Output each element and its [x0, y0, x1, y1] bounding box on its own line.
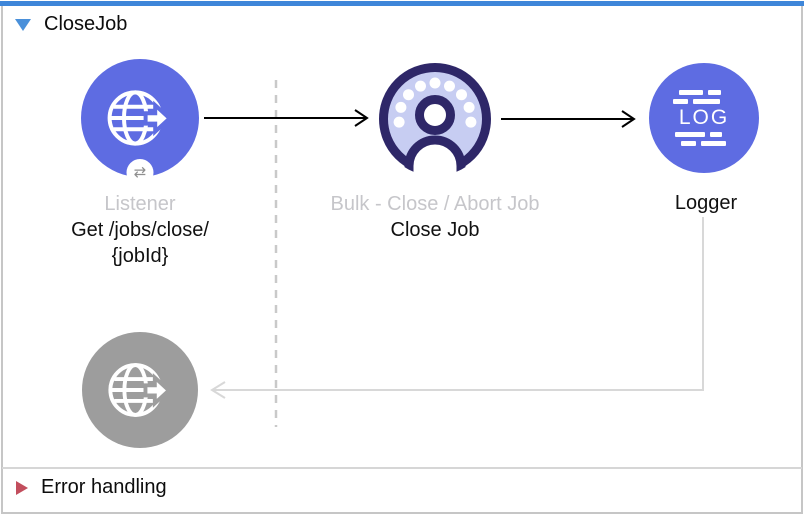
listener-doc-name-line2: {jobId}: [111, 245, 169, 267]
logger-icon-text: LOG: [678, 106, 730, 129]
bulk-user-dots-icon: [379, 63, 491, 176]
listener-doc-name: Get /jobs/close/ {jobId}: [20, 217, 260, 269]
log-bar: [701, 141, 726, 146]
bulk-doc-name: Close Job: [390, 219, 480, 241]
log-bar: [675, 132, 705, 137]
bulk-operation-label: Bulk - Close / Abort Job: [330, 193, 540, 215]
flow-canvas: ⇄ Listener Get /jobs/close/ {jobId}: [2, 8, 802, 467]
connector-arrowhead-bulk: [354, 109, 369, 127]
error-handling-divider: [2, 467, 802, 469]
log-bar-row: [673, 99, 737, 104]
http-listener-node[interactable]: ⇄: [81, 59, 199, 186]
bulk-labels: Bulk - Close / Abort Job Close Job: [275, 191, 595, 243]
listener-labels: Listener Get /jobs/close/ {jobId}: [20, 191, 260, 269]
flow-title: CloseJob: [44, 13, 128, 35]
error-handling-label: Error handling: [41, 476, 167, 498]
log-lines-icon: LOG: [671, 90, 737, 146]
log-bar-row: [681, 141, 737, 146]
connector-arrowhead-logger: [621, 110, 636, 128]
log-bar: [708, 90, 721, 95]
globe-arrow-icon: [107, 90, 173, 146]
exchange-badge: ⇄: [126, 159, 154, 186]
logger-doc-name: Logger: [674, 192, 738, 214]
globe-arrow-icon: [108, 363, 172, 417]
error-handling-section[interactable]: Error handling: [16, 476, 167, 499]
bulk-close-abort-job-node[interactable]: [375, 59, 495, 179]
logger-node[interactable]: LOG: [649, 63, 759, 173]
response-connector-arrowhead: [210, 381, 226, 399]
log-bar: [679, 90, 703, 95]
logger-labels: Logger: [606, 190, 804, 216]
expand-triangle-icon[interactable]: [16, 480, 28, 495]
collapse-triangle-icon[interactable]: [15, 18, 31, 31]
flow-selection-top-bar: [0, 1, 804, 6]
flow-header[interactable]: CloseJob: [15, 13, 127, 36]
log-bar: [673, 99, 688, 104]
listener-doc-name-line1: Get /jobs/close/: [71, 219, 209, 241]
log-bar: [710, 132, 722, 137]
log-bar: [693, 99, 720, 104]
log-bar: [681, 141, 696, 146]
listener-operation-label: Listener: [104, 193, 176, 215]
exchange-arrows-icon: ⇄: [133, 163, 147, 181]
log-bar-row: [679, 90, 737, 95]
log-bar-row: [675, 132, 737, 137]
http-response-node[interactable]: [82, 332, 198, 448]
